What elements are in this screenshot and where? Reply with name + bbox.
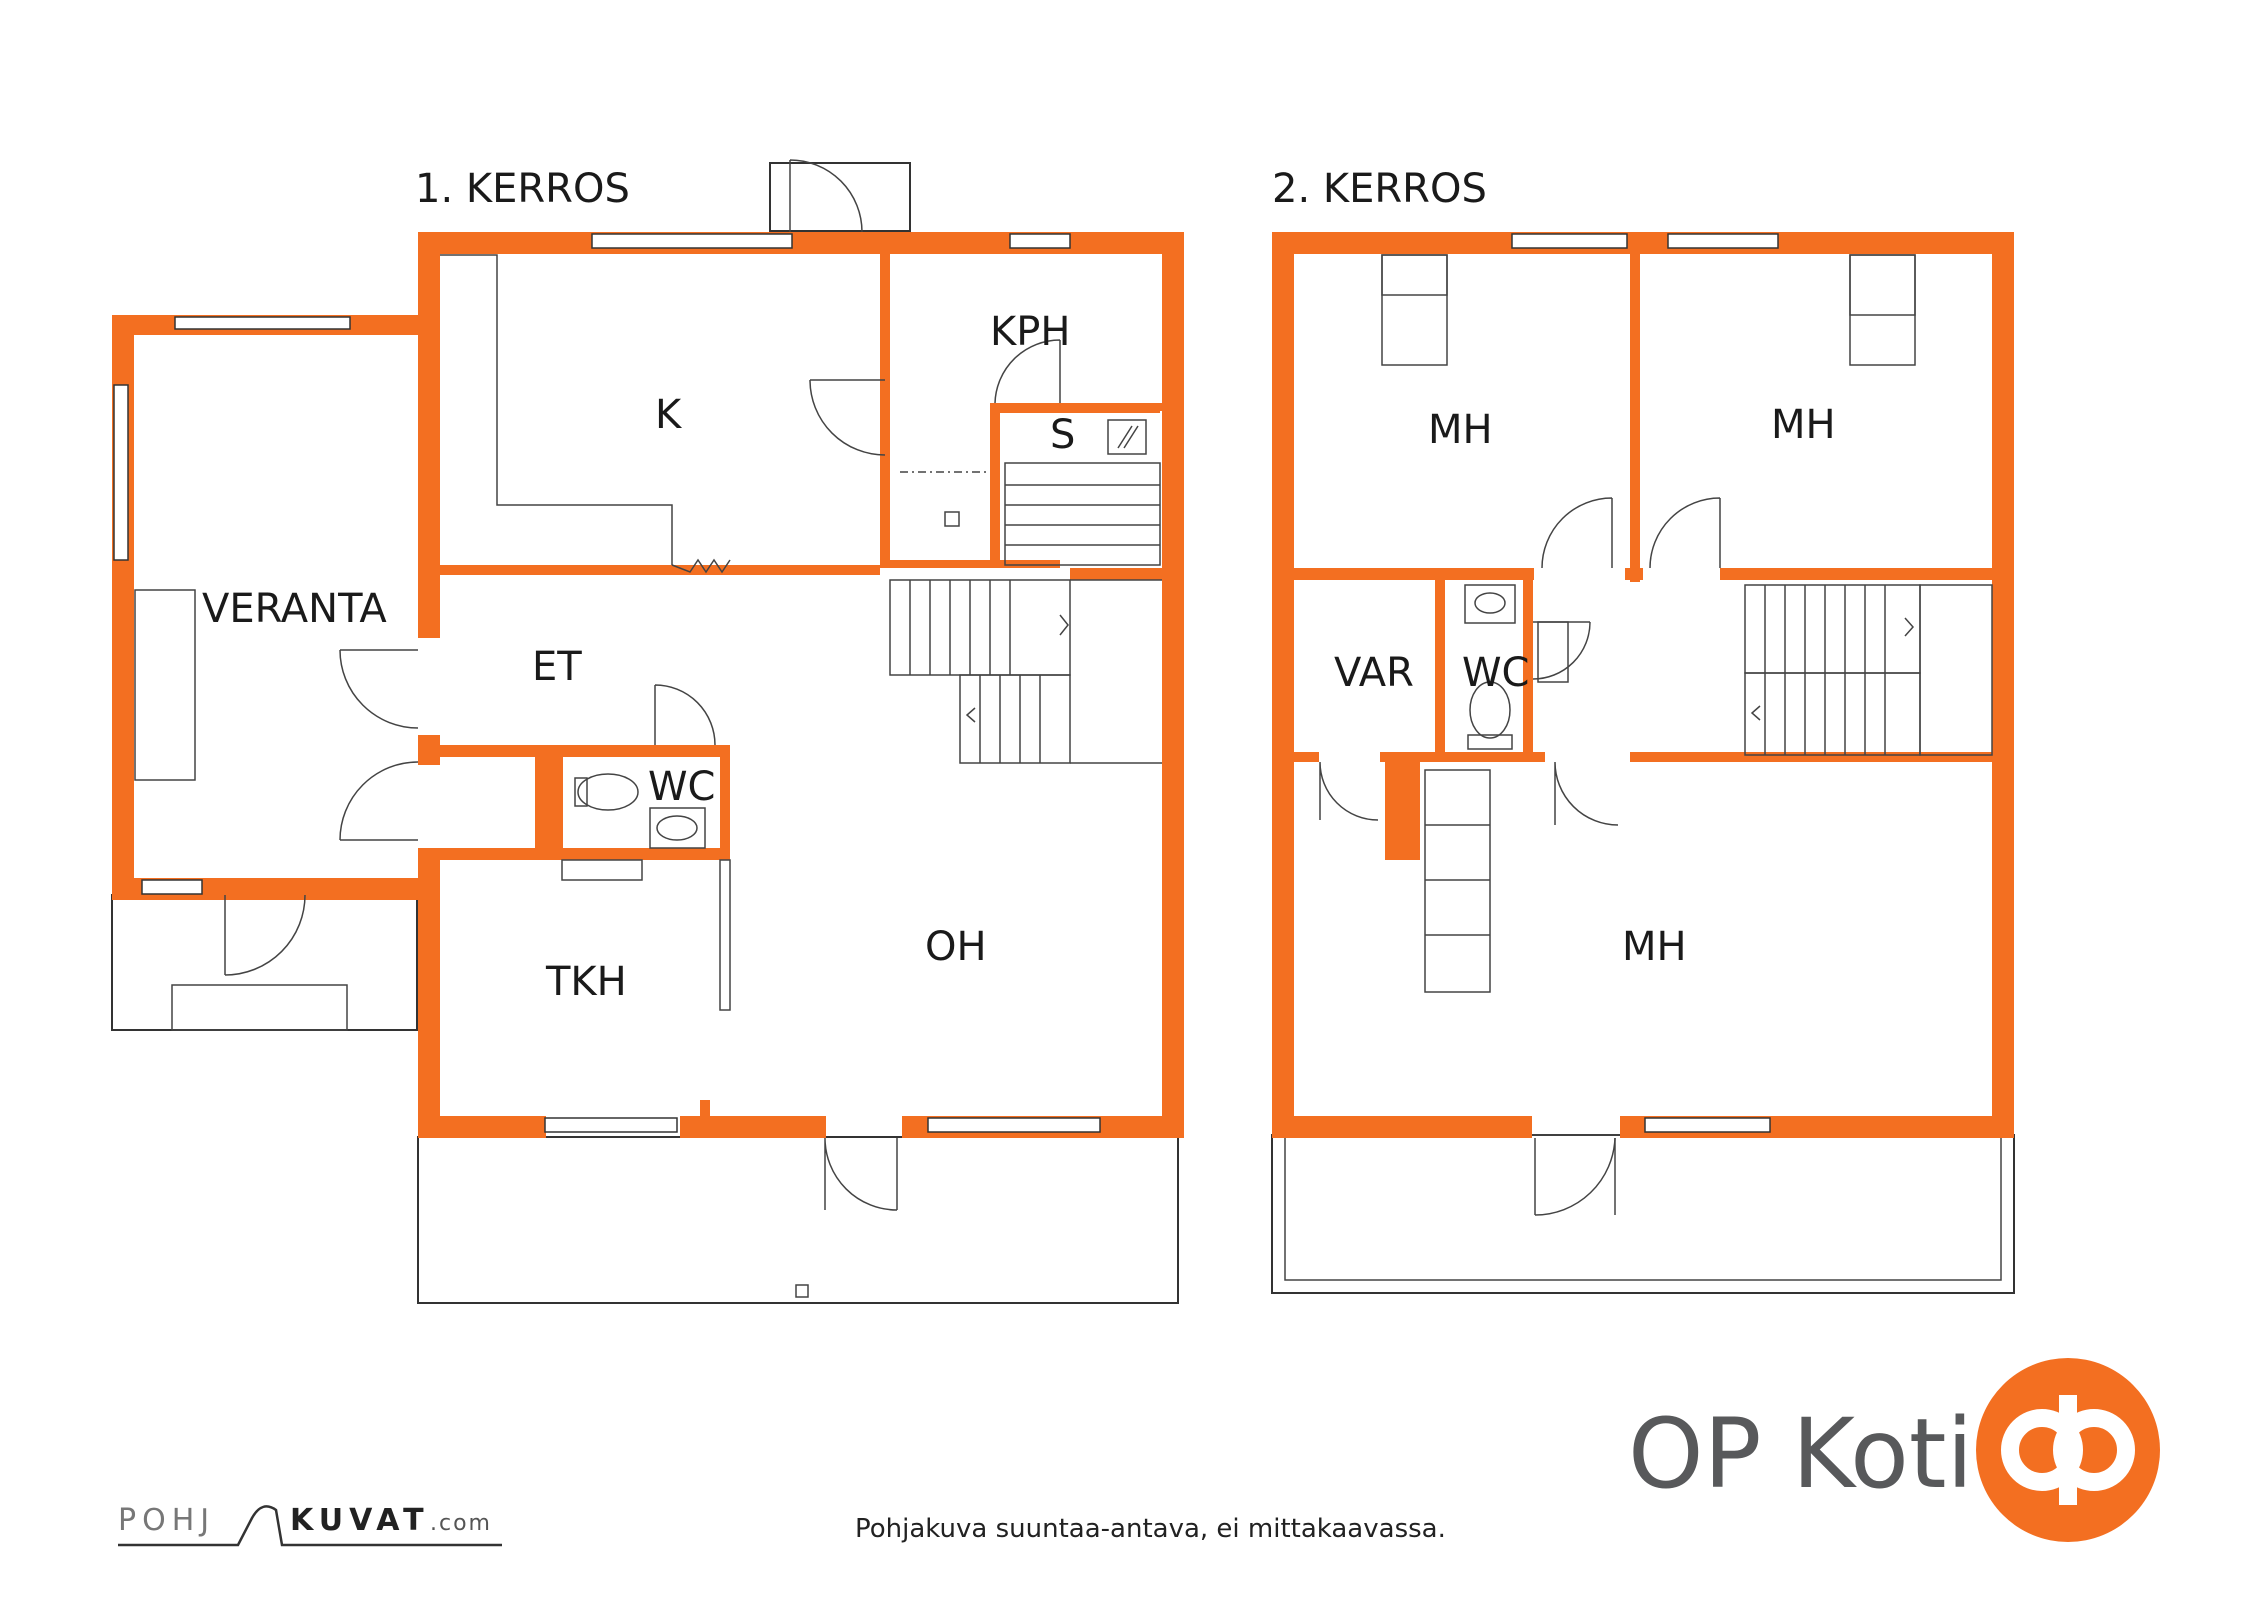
room-et: ET — [532, 644, 582, 690]
brand-name: OP Koti — [1628, 1398, 1973, 1510]
op-logo-icon — [1976, 1358, 2160, 1542]
floor-2-plan: 2. KERROS — [1271, 166, 2015, 1294]
front-terrace — [417, 1136, 1179, 1304]
room-kitchen: K — [655, 392, 683, 438]
room-kph: KPH — [990, 309, 1070, 355]
room-mh-left: MH — [1428, 407, 1493, 453]
room-wc-1: WC — [648, 764, 715, 810]
floor-1-title: 1. KERROS — [415, 166, 630, 212]
watermark-suffix-text: .com — [430, 1511, 492, 1536]
room-tkh: TKH — [545, 959, 627, 1005]
watermark-right-text: KUVAT — [290, 1503, 430, 1538]
room-veranta: VERANTA — [202, 586, 387, 632]
veranta-porch — [111, 894, 418, 1031]
watermark-left-text: POHJ — [118, 1503, 215, 1538]
room-mh-bottom: MH — [1622, 924, 1687, 970]
room-wc-2: WC — [1462, 650, 1529, 696]
stairs-floor-1 — [889, 462, 1162, 764]
room-var: VAR — [1334, 650, 1414, 696]
stairs-floor-2 — [1744, 584, 1993, 756]
room-oh: OH — [925, 924, 987, 970]
watermark-line-icon — [118, 1505, 502, 1547]
room-mh-right: MH — [1771, 402, 1836, 448]
disclaimer-text: Pohjakuva suuntaa-antava, ei mittakaavas… — [855, 1514, 1446, 1544]
room-sauna: S — [1050, 412, 1075, 458]
entry-step — [769, 162, 911, 232]
floor-2-title: 2. KERROS — [1272, 166, 1487, 212]
floor-1-plan: 1. KERROS — [111, 159, 1184, 1304]
pohjakuvat-watermark: POHJ KUVAT .com — [118, 1503, 502, 1547]
balcony — [1271, 1134, 2015, 1294]
